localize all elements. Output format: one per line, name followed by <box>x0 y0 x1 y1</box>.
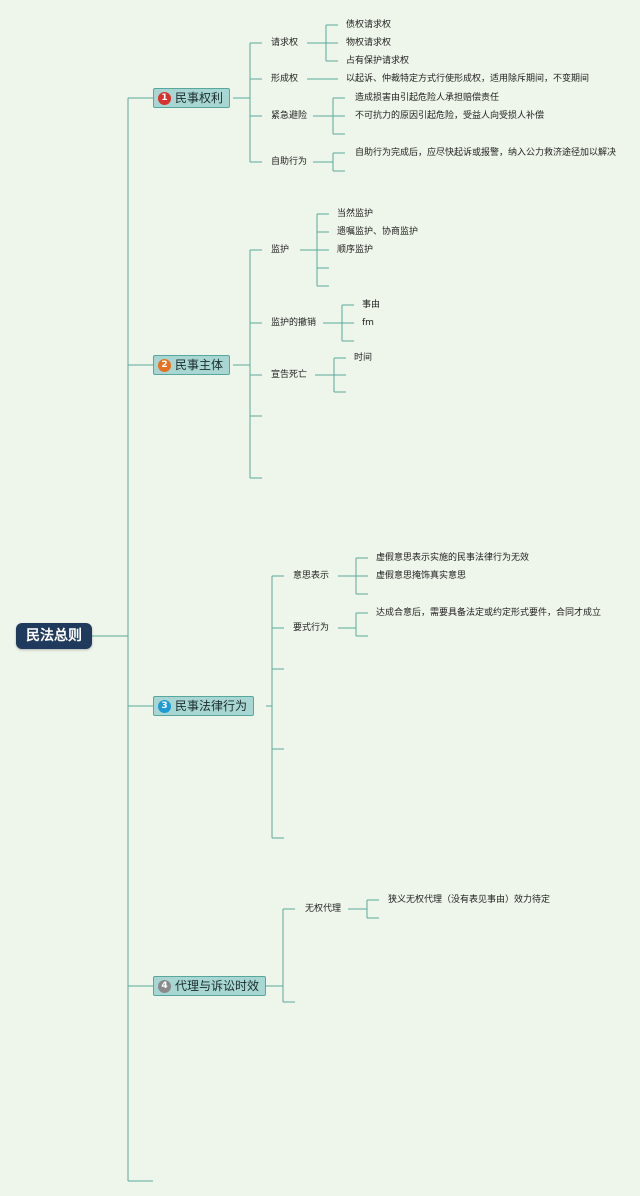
node-necessity[interactable]: 紧急避险 <box>271 111 308 121</box>
branch-node-civil-subject[interactable]: 2 民事主体 <box>153 355 231 375</box>
leaf-node[interactable]: 时间 <box>354 353 373 363</box>
leaf-node[interactable]: 顺序监护 <box>337 245 374 255</box>
leaf-node[interactable]: 以起诉、仲裁特定方式行使形成权，适用除斥期间，不变期间 <box>346 74 590 84</box>
leaf-node[interactable]: 当然监护 <box>337 209 374 219</box>
branch-label: 民事法律行为 <box>175 699 248 713</box>
node-self-help[interactable]: 自助行为 <box>271 157 308 167</box>
leaf-node[interactable]: fm <box>362 318 374 328</box>
node-unauthorized-agency[interactable]: 无权代理 <box>305 904 342 914</box>
branch-label: 代理与诉讼时效 <box>175 979 260 993</box>
leaf-node[interactable]: 占有保护请求权 <box>346 56 410 66</box>
node-guardianship[interactable]: 监护 <box>271 245 290 255</box>
number-badge: 3 <box>158 699 171 713</box>
number-badge: 2 <box>158 358 171 372</box>
number-badge: 1 <box>158 91 171 105</box>
branch-node-civil-juristic-act[interactable]: 3 民事法律行为 <box>153 696 255 716</box>
leaf-node[interactable]: 虚假意思表示实施的民事法律行为无效 <box>376 553 530 563</box>
leaf-node[interactable]: 自助行为完成后，应尽快起诉或报警，纳入公力救济途径加以解决 <box>355 148 617 158</box>
root-node[interactable]: 民法总则 <box>16 623 92 649</box>
node-claim-right[interactable]: 请求权 <box>271 38 299 48</box>
leaf-node[interactable]: 物权请求权 <box>346 38 392 48</box>
node-formation-right[interactable]: 形成权 <box>271 74 299 84</box>
leaf-node[interactable]: 遗嘱监护、协商监护 <box>337 227 419 237</box>
branch-label: 民事权利 <box>175 91 224 105</box>
branch-node-civil-rights[interactable]: 1 民事权利 <box>153 88 231 108</box>
branch-label: 民事主体 <box>175 358 224 372</box>
leaf-node[interactable]: 不可抗力的原因引起危险，受益人向受损人补偿 <box>355 111 545 121</box>
branch-node-agency-limitation[interactable]: 4 代理与诉讼时效 <box>153 976 267 996</box>
node-formal-act[interactable]: 要式行为 <box>293 623 330 633</box>
node-expression-of-intent[interactable]: 意思表示 <box>293 571 330 581</box>
leaf-node[interactable]: 事由 <box>362 300 381 310</box>
leaf-node[interactable]: 虚假意思掩饰真实意思 <box>376 571 467 581</box>
node-declaration-of-death[interactable]: 宣告死亡 <box>271 370 308 380</box>
leaf-node[interactable]: 达成合意后，需要具备法定或约定形式要件，合同才成立 <box>376 608 602 618</box>
leaf-node[interactable]: 狭义无权代理（没有表见事由）效力待定 <box>388 895 551 905</box>
leaf-node[interactable]: 造成损害由引起危险人承担赔偿责任 <box>355 93 500 103</box>
leaf-node[interactable]: 债权请求权 <box>346 20 392 30</box>
node-guardianship-revocation[interactable]: 监护的撤销 <box>271 318 317 328</box>
number-badge: 4 <box>158 979 171 993</box>
